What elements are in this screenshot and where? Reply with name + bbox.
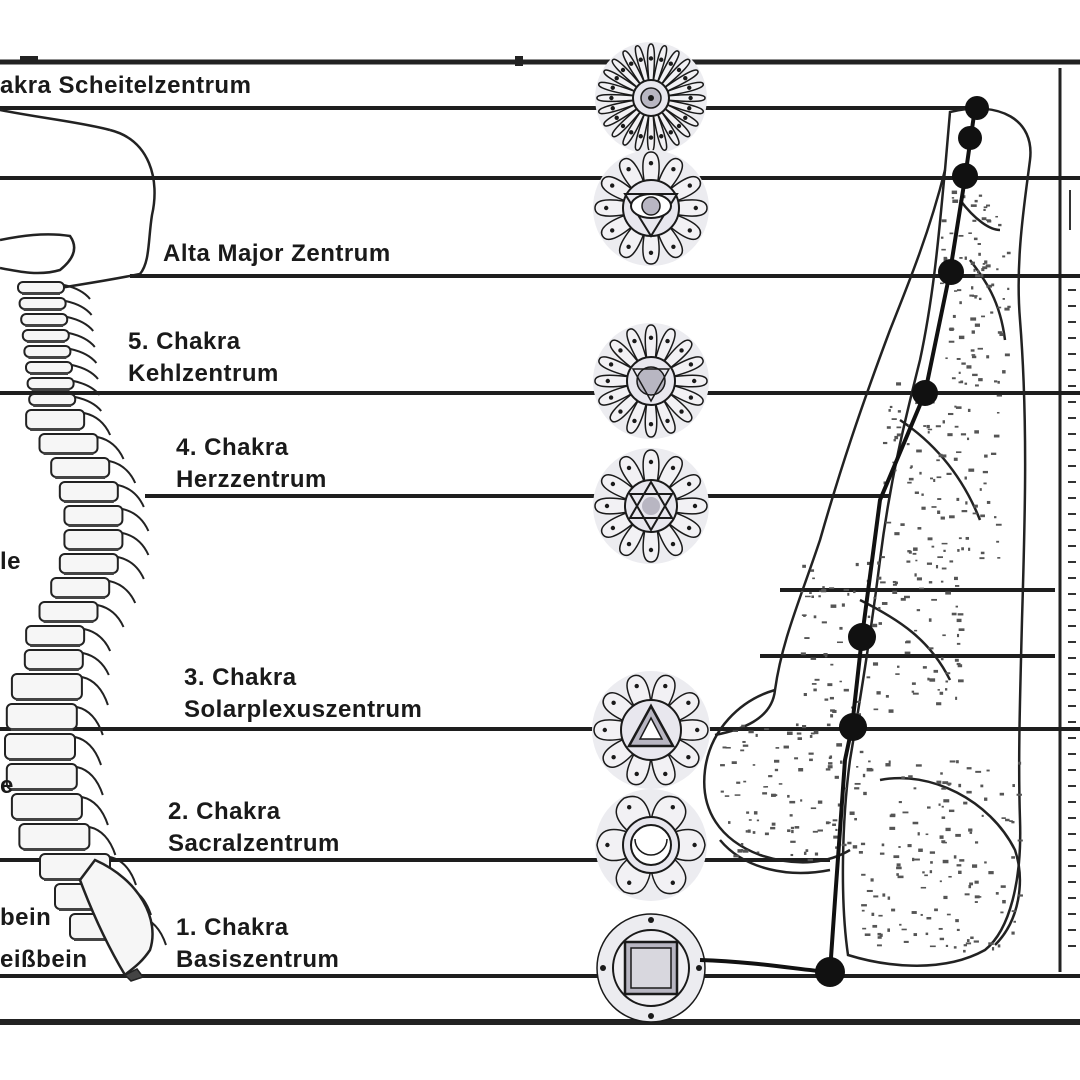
right-number-column [1068, 190, 1076, 947]
solar-point [839, 713, 867, 741]
crescent-lotus-icon [595, 789, 707, 901]
hexagram-lotus-icon [593, 448, 709, 564]
lotus-symbols [592, 42, 710, 1023]
chakra3-number: 3. Chakra [184, 664, 297, 691]
chakra1-name: Basiszentrum [176, 946, 340, 973]
level-lines [0, 106, 1080, 978]
brow-point [952, 163, 978, 189]
seated-figure-outline [703, 107, 1032, 967]
energy-channel [699, 107, 977, 974]
frame [0, 56, 1080, 1025]
chakra2-number: 2. Chakra [168, 798, 281, 825]
crown-point-2 [958, 126, 982, 150]
chakra2-name: Sacralzentrum [168, 830, 340, 857]
figure-shading [720, 190, 1023, 953]
left-fragment-bein: bein [0, 904, 52, 931]
square-lotus-icon [596, 913, 706, 1023]
solar-upper-point [848, 623, 876, 651]
chakra5-name: Kehlzentrum [128, 360, 279, 387]
eye-lotus-icon [593, 150, 709, 266]
left-fragment-le: le [0, 548, 22, 575]
left-fragment-steissbein: eißbein [0, 946, 88, 973]
crown-point [965, 96, 989, 120]
chakra3-name: Solarplexuszentrum [184, 696, 423, 723]
chakra4-number: 4. Chakra [176, 434, 289, 461]
root-point [815, 957, 845, 987]
chakra4-name: Herzzentrum [176, 466, 327, 493]
triangle-lotus-icon [592, 671, 710, 789]
alta-major-point [938, 259, 964, 285]
chakra5-number: 5. Chakra [128, 328, 241, 355]
throat-point [912, 380, 938, 406]
crown-label: akra Scheitelzentrum [0, 72, 252, 99]
thousand-petal-lotus-icon [595, 42, 707, 154]
chakra3-label: 3. Chakra Solarplexuszentrum [184, 662, 422, 726]
alta-major-label: Alta Major Zentrum [163, 240, 391, 267]
chakra-points [815, 96, 989, 987]
chakra1-number: 1. Chakra [176, 914, 289, 941]
chakra5-label: 5. Chakra Kehlzentrum [128, 326, 279, 390]
chakra2-label: 2. Chakra Sacralzentrum [168, 796, 340, 860]
chakra4-label: 4. Chakra Herzzentrum [176, 432, 327, 496]
skull-outline [0, 108, 156, 290]
left-fragment-e: e [0, 772, 14, 799]
chakra1-label: 1. Chakra Basiszentrum [176, 912, 339, 976]
sixteen-petal-lotus-icon [593, 323, 709, 439]
spine-illustration [4, 281, 167, 982]
